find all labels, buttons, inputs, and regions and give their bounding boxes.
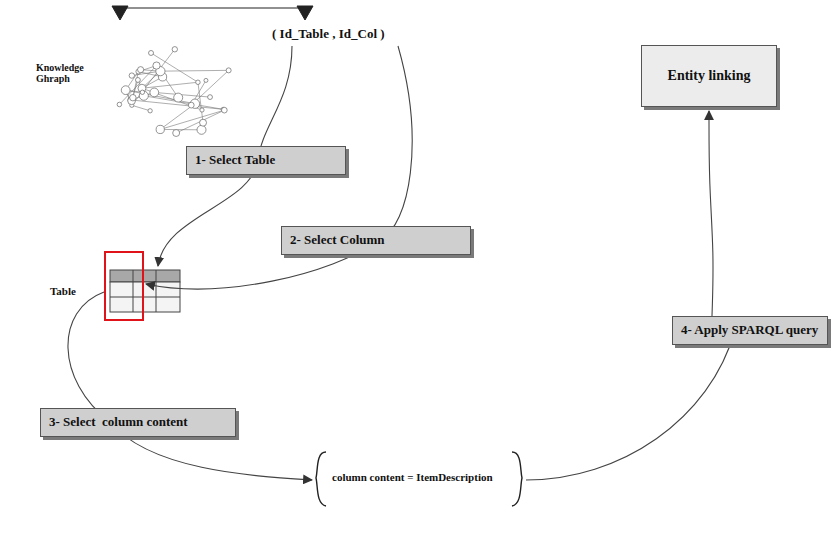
step-box: 3- Select column content (40, 408, 236, 437)
id-tuple: ( Id_Table , Id_Col ) (272, 26, 385, 42)
step-box: 2- Select Column (281, 226, 471, 255)
step-box: 1- Select Table (186, 146, 346, 175)
knowledge-graph-illustration (117, 47, 231, 137)
flow-arrow (709, 111, 713, 316)
step-text: Entity linking (668, 68, 751, 83)
top-arrow (112, 6, 313, 20)
brackets (316, 452, 522, 506)
result-box: Entity linking (641, 45, 777, 107)
content-expression: column content = ItemDescription (332, 471, 493, 483)
graph-label: Knowledge Ghraph (36, 62, 98, 84)
step-box: 4- Apply SPARQL query (672, 316, 828, 345)
step-text: 1- Select Table (195, 152, 275, 167)
table-label: Table (50, 285, 76, 297)
step-text: 4- Apply SPARQL query (681, 322, 818, 337)
step-text: 2- Select Column (290, 232, 385, 247)
table-icon (105, 252, 180, 320)
step-text: 3- Select column content (49, 414, 188, 429)
